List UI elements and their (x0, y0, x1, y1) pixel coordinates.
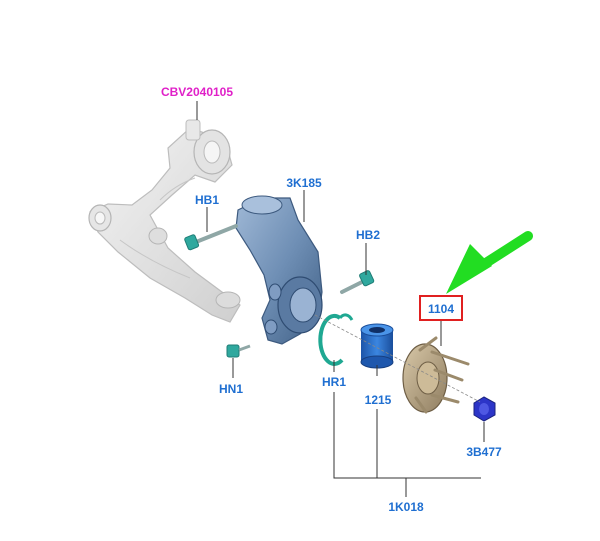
label-knuckle[interactable]: 3K185 (286, 176, 322, 190)
label-bolt-hb1[interactable]: HB1 (195, 193, 219, 207)
bolt-hb1-part (184, 224, 238, 251)
hub-nut-part (473, 396, 496, 422)
label-bolt-hb2[interactable]: HB2 (356, 228, 380, 242)
bolt-hb2-part (340, 270, 375, 294)
steering-knuckle-part (235, 195, 323, 345)
wheel-hub-part (402, 336, 470, 414)
label-snap-ring[interactable]: HR1 (322, 375, 346, 389)
label-control-arm[interactable]: CBV2040105 (161, 85, 233, 99)
label-hub-nut[interactable]: 3B477 (466, 445, 502, 459)
label-kit[interactable]: 1K018 (388, 500, 424, 514)
assembly-axis-line (314, 314, 481, 403)
highlight-arrow-icon (446, 231, 533, 294)
label-hub[interactable]: 1104 (428, 302, 454, 316)
snap-ring-part (318, 313, 354, 366)
wheel-bearing-part (360, 323, 394, 369)
label-bearing[interactable]: 1215 (365, 393, 392, 407)
control-arm-part (88, 119, 241, 323)
label-nut-hn1[interactable]: HN1 (219, 382, 243, 396)
nut-hn1-part (226, 344, 251, 358)
highlight-box (419, 295, 463, 321)
leader-lines (196, 101, 485, 497)
